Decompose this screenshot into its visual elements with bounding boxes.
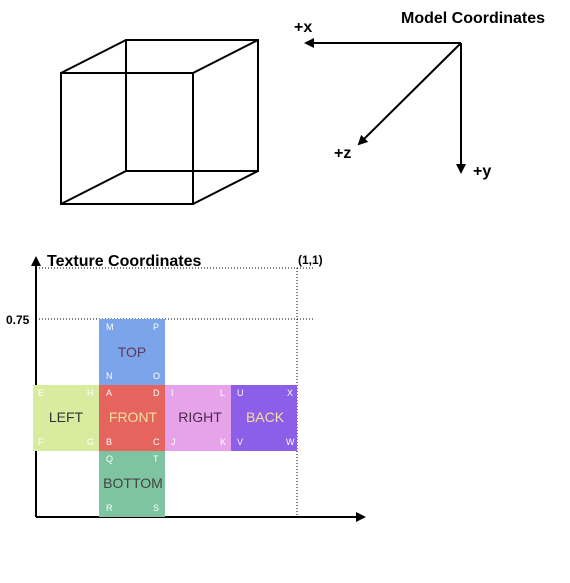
face-front-rect xyxy=(99,385,165,451)
corner-p: P xyxy=(153,322,159,332)
face-top-rect xyxy=(99,319,165,385)
texture-title: Texture Coordinates xyxy=(47,253,202,270)
model-z-label: +z xyxy=(334,145,351,162)
cube-back-face xyxy=(125,39,259,172)
corner-i: I xyxy=(171,388,174,398)
corner-h: H xyxy=(87,388,94,398)
model-axes xyxy=(304,38,466,174)
corner-j: J xyxy=(171,437,176,447)
cube-edge xyxy=(192,39,259,74)
texture-atlas: TOP M P N O LEFT E H F G FRONT A D B C R… xyxy=(33,319,297,517)
cube-edge xyxy=(192,170,259,205)
model-title: Model Coordinates xyxy=(401,10,545,27)
corner-d: D xyxy=(153,388,160,398)
corner-v: V xyxy=(237,437,243,447)
face-top: TOP M P N O xyxy=(99,319,165,385)
corner-n: N xyxy=(106,371,113,381)
corner-o: O xyxy=(153,371,160,381)
cube-edge xyxy=(60,170,127,205)
tick-075-label: 0.75 xyxy=(6,313,30,327)
texture-guides xyxy=(36,267,314,517)
face-front-label: FRONT xyxy=(109,409,158,425)
face-left-label: LEFT xyxy=(49,409,84,425)
corner-r: R xyxy=(106,503,113,513)
face-bottom-label: BOTTOM xyxy=(103,475,163,491)
corner-a: A xyxy=(106,388,112,398)
face-right: RIGHT I L J K xyxy=(165,385,231,451)
face-right-rect xyxy=(165,385,231,451)
face-back: BACK U X V W xyxy=(231,385,297,451)
corner-b: B xyxy=(106,437,112,447)
corner-c: C xyxy=(153,437,160,447)
corner-e: E xyxy=(38,388,44,398)
corner-w: W xyxy=(286,437,295,447)
corner-l: L xyxy=(220,388,225,398)
corner-t: T xyxy=(153,454,159,464)
face-left-rect xyxy=(33,385,99,451)
face-back-rect xyxy=(231,385,297,451)
corner-x: X xyxy=(287,388,293,398)
corner-q: Q xyxy=(106,454,113,464)
model-x-label: +x xyxy=(294,19,312,36)
face-front: FRONT A D B C xyxy=(99,385,165,451)
corner-k: K xyxy=(220,437,226,447)
face-top-label: TOP xyxy=(118,344,147,360)
face-right-label: RIGHT xyxy=(178,409,222,425)
face-bottom-rect xyxy=(99,451,165,517)
corner-g: G xyxy=(87,437,94,447)
face-left: LEFT E H F G xyxy=(33,385,99,451)
model-z-axis xyxy=(357,42,462,146)
model-y-label: +y xyxy=(473,163,491,180)
corner-u: U xyxy=(237,388,244,398)
corner-m: M xyxy=(106,322,114,332)
face-back-label: BACK xyxy=(246,409,285,425)
face-bottom: BOTTOM Q T R S xyxy=(99,451,165,517)
corner-coordinate-label: (1,1) xyxy=(298,253,323,267)
corner-s: S xyxy=(153,503,159,513)
wireframe-cube xyxy=(60,39,259,205)
corner-f: F xyxy=(38,437,44,447)
cube-edge xyxy=(60,39,127,74)
